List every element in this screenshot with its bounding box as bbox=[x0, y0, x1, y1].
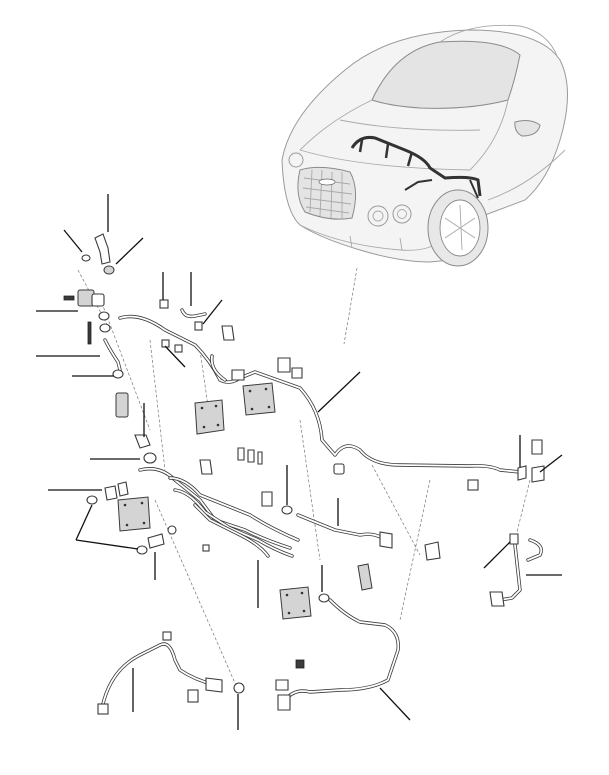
mounting-pad-3 bbox=[117, 496, 151, 532]
component-parts bbox=[63, 233, 545, 715]
mounting-pad-2 bbox=[242, 382, 276, 416]
alignment-lines bbox=[77, 269, 531, 691]
pipe-center-bundle bbox=[138, 467, 300, 558]
car-illustration bbox=[281, 24, 568, 267]
pipe-bottom-left bbox=[100, 642, 217, 710]
pipe-right-sensor bbox=[498, 538, 543, 602]
reference-line bbox=[343, 267, 358, 345]
mounting-pad-4 bbox=[279, 586, 312, 620]
pipe-right-lower bbox=[283, 513, 400, 702]
callout-leaders bbox=[36, 194, 563, 730]
pipe-main-upper bbox=[118, 314, 522, 474]
pipe-small-elbow bbox=[103, 308, 227, 382]
mounting-pad-1 bbox=[194, 399, 225, 435]
